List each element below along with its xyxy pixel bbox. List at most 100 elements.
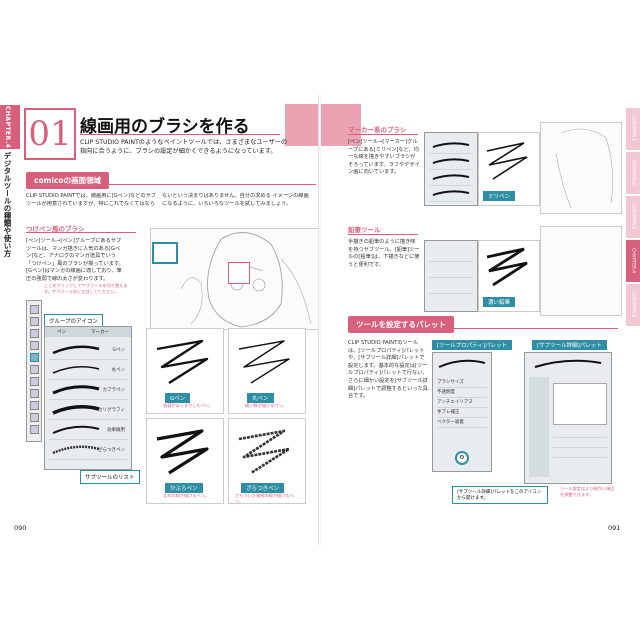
detail-frame	[228, 262, 250, 284]
brush-stroke-preview	[52, 385, 100, 395]
subtool-item[interactable]: Gペン	[49, 341, 127, 360]
chapter-tab-label: CHAPTER.4	[4, 106, 11, 149]
section-rule	[348, 328, 618, 329]
subheading-marker: マーカー系のブラシ	[348, 126, 407, 134]
tab-pen[interactable]: ペン	[57, 330, 66, 335]
chapter-tab-5[interactable]: CHAPTER.5	[626, 284, 640, 326]
subheading-pencil: 鉛筆ツール	[348, 226, 381, 234]
pen-sample-stroke	[238, 340, 290, 384]
zoom-frame	[152, 242, 178, 264]
detail-row[interactable]	[553, 439, 607, 448]
subtool-item[interactable]: 丸ペン	[49, 361, 127, 380]
brush-stroke-preview	[438, 359, 486, 368]
property-row[interactable]: ベクター吸着	[437, 419, 487, 428]
eraser-tool-icon[interactable]	[30, 389, 39, 398]
section-rule	[26, 184, 316, 185]
section-heading-screen: comicoの画面領域	[26, 172, 110, 189]
title-rule	[80, 134, 280, 135]
pen-sample-card: 丸ペン 細い線が描けるペン。	[228, 328, 306, 414]
pencil-palette	[424, 240, 478, 312]
brush-stroke-preview	[432, 158, 470, 164]
pen-caption: 強弱がはっきりしたペン。	[163, 403, 213, 408]
marker-item[interactable]	[429, 139, 473, 154]
property-row[interactable]: 不透明度	[437, 389, 487, 398]
tool-palette[interactable]	[26, 300, 42, 442]
brush-stroke-preview	[52, 425, 100, 434]
subtool-item[interactable]: カリグラフィ	[49, 401, 127, 420]
zoom-tool-icon[interactable]	[30, 305, 39, 314]
wrench-icon[interactable]: ⚙	[455, 451, 469, 465]
pencil-item[interactable]	[429, 247, 473, 262]
tab-marker[interactable]: マーカー	[91, 330, 109, 335]
pencil-text: 手描きの鉛筆のように描き味を持つサブツール。[鉛筆]ツールの[鉛筆]は、下描きな…	[348, 239, 420, 268]
subtool-item[interactable]: 効果線用	[49, 421, 127, 440]
pen-label: ざらつきペン	[241, 483, 285, 493]
move-tool-icon[interactable]	[30, 317, 39, 326]
subheading-rule	[348, 134, 418, 135]
chapter-tab-2[interactable]: CHAPTER.2	[626, 152, 640, 194]
property-row[interactable]: アンチエイリアス	[437, 399, 487, 408]
palette-text: CLIP STUDIO PAINTのツールは、[ツールプロパティ]パレットや、[…	[348, 340, 428, 400]
pencil-sample-stroke	[486, 247, 528, 287]
subtool-label: 丸ペン	[111, 368, 126, 373]
brush-stroke-preview	[52, 366, 100, 374]
title-accent-bar-right	[321, 104, 361, 146]
color-swatch-icon[interactable]	[30, 425, 39, 434]
subtool-item[interactable]: カブラペン	[49, 381, 127, 400]
detail-row[interactable]	[553, 449, 607, 458]
chapter-tab-4[interactable]: CHAPTER.4	[626, 240, 640, 282]
chapter-tab	[0, 105, 20, 149]
detail-callout: [サブツール詳細]パレットをこのアイコンから開けます。	[452, 486, 548, 504]
brush-stroke-preview	[52, 405, 100, 415]
brush-tool-icon[interactable]	[30, 377, 39, 386]
detail-row[interactable]	[553, 429, 607, 438]
pencil-item[interactable]	[429, 279, 473, 294]
eyedropper-tool-icon[interactable]	[30, 341, 39, 350]
pencil-tool-icon[interactable]	[30, 365, 39, 374]
pencil-sample: 濃い鉛筆	[478, 240, 540, 312]
subtool-detail-label: [サブツール詳細]パレット	[532, 340, 607, 350]
tool-property-palette: ブラシサイズ 不透明度 アンチエイリアス 手ブレ補正 ベクター吸着 ⚙	[432, 352, 492, 472]
pen-sample-card: Gペン 強弱がはっきりしたペン。	[146, 328, 224, 414]
subtool-label: ざらつきペン	[98, 448, 125, 453]
pen-sample-stroke	[156, 429, 209, 475]
lead-text: CLIP STUDIO PAINTのようなペイントツールでは、さまざまなユーザー…	[80, 139, 288, 155]
section-heading-palette: ツールを設定するパレット	[348, 316, 454, 333]
brush-stroke-preview	[432, 142, 470, 148]
pen-label: かぶらペン	[165, 483, 203, 493]
marker-item[interactable]	[429, 171, 473, 186]
marker-label: ミリペン	[483, 191, 516, 201]
brush-stroke-preview	[432, 190, 470, 196]
fill-tool-icon[interactable]	[30, 401, 39, 410]
pen-tool-icon[interactable]	[30, 353, 39, 362]
pencil-item[interactable]	[429, 263, 473, 278]
section1-text-a: CLIP STUDIO PAINTでは、線画用に[Gペン]などのサブツールが用意…	[26, 193, 156, 207]
property-row[interactable]: 手ブレ補正	[437, 409, 487, 418]
select-tool-icon[interactable]	[30, 329, 39, 338]
pen-label: Gペン	[165, 393, 191, 403]
pen-sample-stroke	[238, 429, 291, 475]
subheading-dip-pen: つけペン風のブラシ	[26, 225, 85, 233]
detail-preview	[553, 383, 607, 425]
pen-sample-card: かぶらペン 太めの線が描けるペン。	[146, 418, 224, 504]
palette-note: ここをクリックしてサブツールを切り替えます。サブツール名に注目してください。	[44, 283, 128, 294]
subtool-label: Gペン	[112, 348, 126, 353]
chapter-tab-3[interactable]: CHAPTER.3	[626, 196, 640, 238]
pen-caption: ざらついた質感の線が描けるペン。	[235, 493, 294, 504]
subtool-item[interactable]: ざらつきペン	[49, 441, 127, 460]
pen-sample-stroke	[156, 339, 209, 385]
chapter-tab-1[interactable]: CHAPTER.1	[626, 108, 640, 150]
marker-item[interactable]	[429, 187, 473, 202]
pen-caption: 細い線が描けるペン。	[245, 403, 287, 408]
subtool-label: カリグラフィ	[98, 408, 125, 413]
subtool-label: カブラペン	[102, 388, 126, 393]
gradient-tool-icon[interactable]	[30, 413, 39, 422]
brush-stroke-preview	[432, 174, 470, 180]
marker-palette	[424, 132, 478, 206]
property-row[interactable]: ブラシサイズ	[437, 379, 487, 388]
marker-item[interactable]	[429, 155, 473, 170]
detail-category-list[interactable]	[529, 377, 549, 477]
subtool-label: 効果線用	[107, 428, 125, 433]
subtool-detail-palette	[524, 352, 612, 484]
pen-label: 丸ペン	[247, 393, 274, 403]
